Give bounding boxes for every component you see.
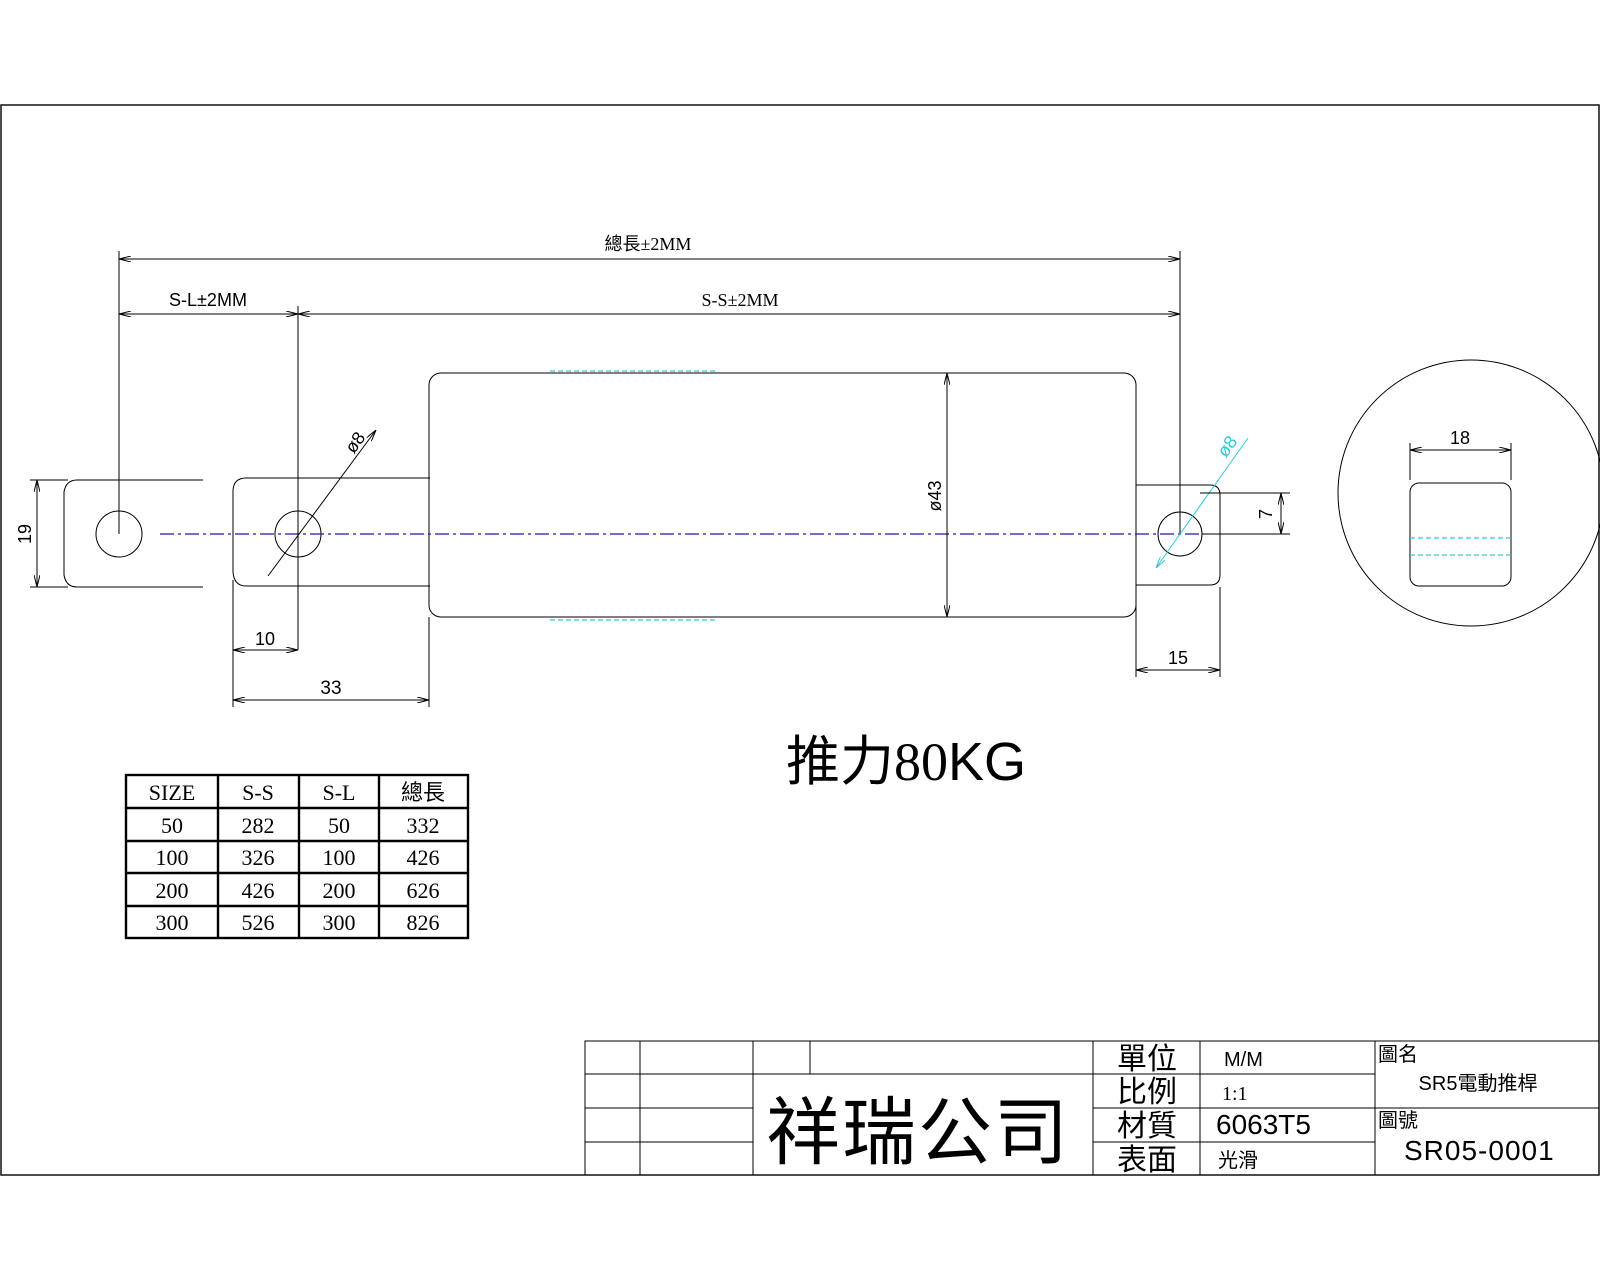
size-table-header: S-L bbox=[323, 780, 356, 805]
label-drawing-no: 圖號 bbox=[1378, 1109, 1418, 1132]
size-table-header: SIZE bbox=[149, 780, 195, 805]
piston-rod bbox=[232, 477, 430, 587]
end-view-square bbox=[1409, 482, 1512, 587]
size-table-cell: 426 bbox=[242, 878, 275, 903]
dim-lug-width: 19 bbox=[15, 524, 35, 544]
dim-rear-hole-dia: ø8 bbox=[1213, 432, 1242, 461]
thrust-value: 推力80 bbox=[786, 732, 948, 792]
size-table-cell: 426 bbox=[407, 845, 440, 870]
title-block: 祥瑞公司 單位 比例 材質 表面 M/M 1:1 6063T5 光滑 圖名 SR… bbox=[584, 1040, 1600, 1177]
size-table-cell: 326 bbox=[242, 845, 275, 870]
value-unit: M/M bbox=[1224, 1049, 1263, 1071]
value-drawing-name: SR5電動推桿 bbox=[1419, 1072, 1538, 1095]
size-table-cell: 300 bbox=[156, 910, 189, 935]
end-view-circle bbox=[1337, 359, 1600, 627]
value-material: 6063T5 bbox=[1216, 1109, 1311, 1140]
size-table-cell: 100 bbox=[156, 845, 189, 870]
dim-rod-hole-dia: ø8 bbox=[341, 428, 370, 457]
label-material: 材質 bbox=[1117, 1110, 1177, 1143]
dim-33: 33 bbox=[320, 678, 341, 699]
size-table-cell: 626 bbox=[407, 878, 440, 903]
size-table: SIZE S-S S-L 總長 50 282 50 332 100 326 10… bbox=[124, 773, 470, 940]
thrust-unit: KG bbox=[948, 732, 1026, 792]
size-table-cell: 100 bbox=[323, 845, 356, 870]
dim-rear-offset: 7 bbox=[1256, 509, 1276, 519]
actuator-side-view bbox=[63, 370, 1221, 621]
dim-18: 18 bbox=[1450, 428, 1470, 448]
size-table-cell: 826 bbox=[407, 910, 440, 935]
size-table-cell: 200 bbox=[323, 878, 356, 903]
dim-ss: S-S±2MM bbox=[702, 290, 779, 310]
label-unit: 單位 bbox=[1117, 1043, 1177, 1076]
label-surface: 表面 bbox=[1117, 1144, 1177, 1177]
company-name: 祥瑞公司 bbox=[766, 1093, 1070, 1175]
value-drawing-no: SR05-0001 bbox=[1404, 1135, 1555, 1166]
size-table-cell: 300 bbox=[323, 910, 356, 935]
size-table-header: 總長 bbox=[401, 780, 445, 805]
dim-10: 10 bbox=[255, 629, 275, 649]
dim-15: 15 bbox=[1168, 648, 1188, 668]
size-table-cell: 50 bbox=[161, 813, 183, 838]
dim-body-dia: ø43 bbox=[925, 480, 945, 511]
size-table-header: S-S bbox=[242, 780, 274, 805]
body-tube bbox=[428, 372, 1137, 618]
rear-mount bbox=[1136, 484, 1221, 586]
end-view: 18 bbox=[1337, 359, 1600, 627]
dimensions: 總長±2MM S-L±2MM S-S±2MM ø8 ø43 ø8 19 7 10… bbox=[15, 234, 1290, 707]
drawing-border bbox=[0, 104, 1600, 1176]
rod-end-lug bbox=[63, 479, 203, 588]
value-scale: 1:1 bbox=[1222, 1083, 1248, 1105]
size-table-cell: 50 bbox=[328, 813, 350, 838]
value-surface: 光滑 bbox=[1218, 1149, 1258, 1172]
thrust-label: 推力80KG bbox=[786, 732, 1026, 792]
size-table-cell: 526 bbox=[242, 910, 275, 935]
size-table-cell: 332 bbox=[407, 813, 440, 838]
label-drawing-name: 圖名 bbox=[1378, 1043, 1418, 1066]
size-table-cell: 282 bbox=[242, 813, 275, 838]
dim-total-length: 總長±2MM bbox=[605, 234, 692, 254]
size-table-cell: 200 bbox=[156, 878, 189, 903]
label-scale: 比例 bbox=[1117, 1076, 1177, 1109]
dim-sl: S-L±2MM bbox=[169, 290, 247, 310]
